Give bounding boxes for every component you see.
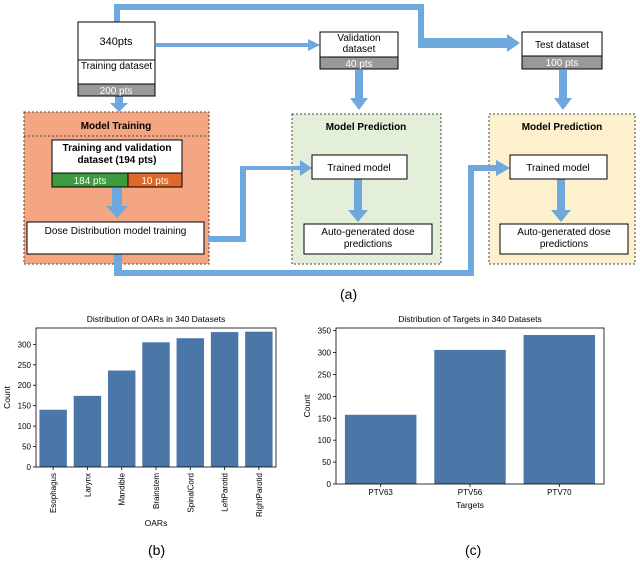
- x-tick-label: Mandible: [118, 472, 127, 505]
- validation-prediction-title: Model Prediction: [326, 122, 407, 133]
- y-tick-label: 250: [18, 361, 32, 370]
- test-prediction-title: Model Prediction: [522, 122, 603, 133]
- y-tick-label: 0: [327, 480, 332, 489]
- auto-dose-box-1: [303, 223, 433, 255]
- bar-Brainstem: [142, 342, 170, 467]
- x-tick-label: Larynx: [83, 473, 92, 497]
- bar-SpinalCord: [176, 338, 204, 467]
- arrow-ddm-to-trained2: [114, 160, 510, 276]
- y-tick-label: 300: [18, 340, 32, 349]
- training-count-bar: [77, 83, 156, 97]
- training-count: 200 pts: [100, 86, 133, 97]
- y-tick-label: 250: [318, 370, 332, 379]
- trained-model-box-2: [509, 154, 608, 180]
- auto-dose-box-2: [499, 223, 629, 255]
- bar-PTV56: [434, 349, 506, 484]
- x-tick-label: LeftParotid: [221, 473, 230, 512]
- validation-dataset-box: [319, 31, 399, 58]
- x-tick-label: SpinalCord: [186, 473, 195, 513]
- bar-PTV63: [344, 414, 417, 484]
- bar-Esophagus: [39, 409, 67, 467]
- arrow-to-validation: [156, 39, 320, 51]
- y-tick-label: 50: [22, 443, 31, 452]
- caption-c: (c): [465, 542, 482, 558]
- total-dataset-box: [77, 21, 156, 61]
- trained-model-label-2: Trained model: [526, 163, 590, 174]
- x-tick-label: PTV70: [547, 488, 572, 497]
- y-axis-label: Count: [2, 386, 12, 409]
- auto-dose-label-1: Auto-generated dose predictions: [321, 227, 415, 250]
- workflow-diagram: 340pts Training dataset 200 pts Validati…: [23, 4, 636, 276]
- training-dataset-box: [77, 59, 156, 85]
- x-tick-label: RightParotid: [255, 473, 264, 517]
- bar-LeftParotid: [210, 332, 239, 467]
- bar-Larynx: [73, 395, 102, 467]
- trained-model-label-1: Trained model: [327, 163, 391, 174]
- y-tick-label: 0: [27, 463, 32, 472]
- test-count: 100 pts: [546, 58, 579, 69]
- bar-RightParotid: [245, 331, 273, 467]
- caption-a: (a): [340, 286, 358, 302]
- y-tick-label: 100: [18, 422, 32, 431]
- arrow-trained2-down: [551, 178, 571, 222]
- split-val-bar: [127, 172, 183, 188]
- bar-Mandible: [108, 370, 136, 467]
- validation-dataset-label: Validation dataset: [337, 33, 381, 55]
- x-axis-label: Targets: [456, 500, 484, 510]
- bar-PTV70: [523, 335, 596, 484]
- y-tick-label: 50: [322, 458, 331, 467]
- validation-count: 40 pts: [345, 59, 372, 70]
- test-dataset-box: [521, 31, 603, 57]
- y-tick-label: 100: [318, 436, 332, 445]
- arrow-trained1-down: [348, 178, 368, 222]
- training-dataset-label: Training dataset: [80, 61, 153, 72]
- trained-model-box-1: [311, 154, 408, 180]
- ddm-training-box: [26, 221, 205, 255]
- caption-b: (b): [148, 542, 166, 558]
- flow-arrows: [106, 4, 572, 276]
- chart-title: Distribution of Targets in 340 Datasets: [398, 314, 541, 324]
- model-training-title: Model Training: [81, 121, 152, 132]
- y-tick-label: 350: [318, 327, 332, 336]
- arrow-validation-down: [350, 70, 368, 110]
- split-train-count: 184 pts: [74, 176, 107, 187]
- auto-dose-label-2: Auto-generated dose predictions: [517, 227, 611, 250]
- y-axis-label: Count: [302, 394, 312, 417]
- y-tick-label: 200: [318, 392, 332, 401]
- test-dataset-label: Test dataset: [535, 40, 589, 51]
- ddm-training-label: Dose Distribution model training: [44, 226, 187, 237]
- arrow-split-down: [106, 188, 128, 218]
- arrow-training-down: [110, 96, 128, 112]
- split-val-count: 10 pts: [141, 176, 168, 187]
- y-tick-label: 200: [18, 381, 32, 390]
- x-axis-label: OARs: [145, 518, 168, 528]
- x-tick-label: PTV63: [368, 488, 393, 497]
- x-tick-label: Brainstem: [152, 473, 161, 509]
- y-tick-label: 150: [18, 402, 32, 411]
- arrow-ddm-to-trained1: [208, 160, 312, 242]
- total-dataset-label: 340pts: [99, 36, 133, 48]
- arrow-to-test: [114, 4, 520, 52]
- arrow-test-down: [554, 70, 572, 110]
- y-tick-label: 300: [318, 349, 332, 358]
- y-tick-label: 150: [318, 414, 332, 423]
- x-tick-label: PTV56: [458, 488, 483, 497]
- validation-count-bar: [319, 56, 399, 70]
- split-dataset-label: Training and validation dataset (194 pts…: [62, 143, 172, 166]
- chart-title: Distribution of OARs in 340 Datasets: [87, 314, 225, 324]
- x-tick-label: Esophagus: [49, 473, 58, 513]
- test-count-bar: [521, 55, 603, 70]
